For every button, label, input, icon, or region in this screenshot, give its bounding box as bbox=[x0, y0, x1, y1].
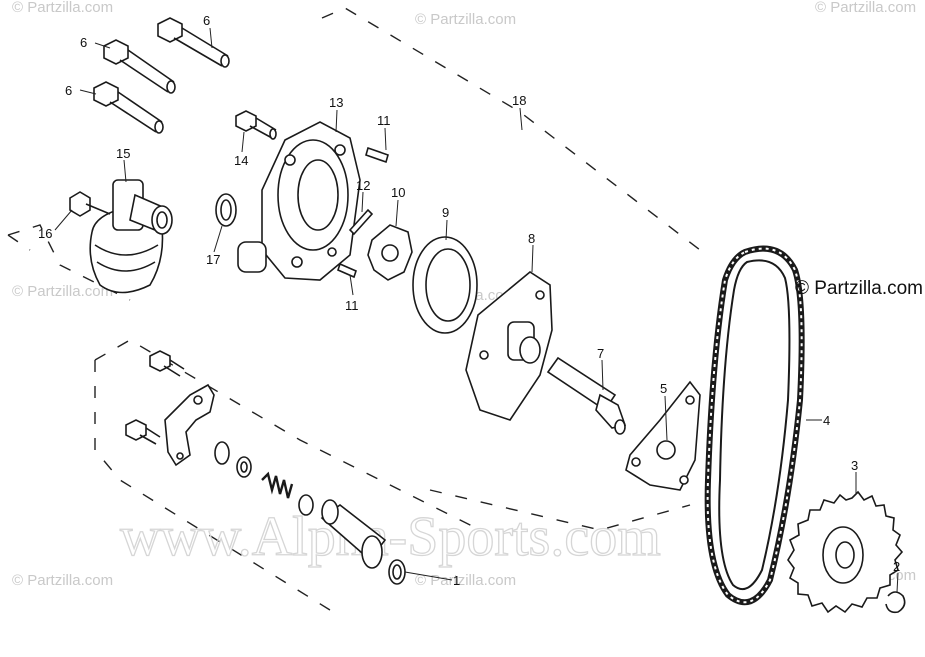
dowel-pin-11-bottom bbox=[337, 262, 357, 279]
callout-17: 17 bbox=[206, 252, 220, 267]
watermark-top-center: © Partzilla.com bbox=[415, 11, 516, 28]
assembly-outline-lower bbox=[94, 339, 691, 611]
callout-2: 2 bbox=[893, 559, 900, 574]
oil-filter-housing-15 bbox=[89, 179, 173, 294]
callout-5: 5 bbox=[660, 381, 667, 396]
callouts: 6 6 6 13 18 11 14 15 16 17 12 10 9 8 11 … bbox=[38, 13, 900, 588]
callout-18: 18 bbox=[512, 93, 526, 108]
outer-rotor-9 bbox=[412, 236, 478, 334]
spring bbox=[261, 471, 294, 499]
snap-ring bbox=[214, 441, 230, 465]
callout-10: 10 bbox=[391, 185, 405, 200]
bolt-6-middle bbox=[103, 39, 176, 94]
callout-8: 8 bbox=[528, 231, 535, 246]
bracket bbox=[164, 383, 215, 467]
drive-chain-4 bbox=[704, 245, 805, 606]
pump-cover-8 bbox=[465, 271, 553, 421]
assembly-outline-upper bbox=[7, 7, 701, 301]
callout-15: 15 bbox=[116, 146, 130, 161]
washer bbox=[236, 456, 252, 478]
callout-16: 16 bbox=[38, 226, 52, 241]
callout-4: 4 bbox=[823, 413, 830, 428]
bolt-6-lower bbox=[93, 81, 164, 134]
inner-rotor-10 bbox=[367, 224, 413, 281]
watermark-bottom-center: © Partzilla.com bbox=[415, 572, 516, 589]
copyright-label: © Partzilla.com bbox=[794, 278, 923, 299]
callout-11-top: 11 bbox=[377, 113, 391, 128]
callout-14: 14 bbox=[234, 153, 248, 168]
callout-7: 7 bbox=[597, 346, 604, 361]
watermark-top-right: © Partzilla.com bbox=[815, 0, 916, 16]
callout-6-lower: 6 bbox=[65, 83, 72, 98]
callout-3: 3 bbox=[851, 458, 858, 473]
watermark-mid-left: © Partzilla.com bbox=[12, 283, 113, 300]
watermark-top-left: © Partzilla.com bbox=[12, 0, 113, 16]
callout-13: 13 bbox=[329, 95, 343, 110]
oil-pump-body-13 bbox=[237, 121, 361, 281]
watermark-site: www.Alpha-Sports.com bbox=[120, 506, 661, 568]
callout-12: 12 bbox=[356, 178, 370, 193]
bolt-14 bbox=[235, 110, 277, 140]
relief-valve-o-ring bbox=[388, 559, 406, 585]
leader-lines bbox=[54, 27, 899, 593]
callout-6-middle: 6 bbox=[80, 35, 87, 50]
circlip-2 bbox=[885, 591, 906, 614]
watermark-bottom-left: © Partzilla.com bbox=[12, 572, 113, 589]
callout-9: 9 bbox=[442, 205, 449, 220]
o-ring-17 bbox=[215, 193, 237, 227]
bolt-6-top bbox=[157, 17, 230, 68]
sprocket-3 bbox=[787, 490, 904, 614]
pin-12 bbox=[348, 208, 374, 236]
drain-plug-16 bbox=[69, 191, 111, 217]
bolt-lower-a bbox=[149, 350, 185, 377]
callout-1: 1 bbox=[453, 573, 460, 588]
bolt-lower-b bbox=[125, 419, 161, 445]
pump-shaft-7 bbox=[546, 356, 627, 435]
relief-valve-piston bbox=[298, 494, 314, 516]
plate-5 bbox=[625, 380, 701, 491]
relief-valve-body bbox=[320, 499, 387, 569]
dowel-pin-11-top bbox=[365, 146, 389, 164]
callout-6-top: 6 bbox=[203, 13, 210, 28]
callout-11-bottom: 11 bbox=[345, 298, 359, 313]
